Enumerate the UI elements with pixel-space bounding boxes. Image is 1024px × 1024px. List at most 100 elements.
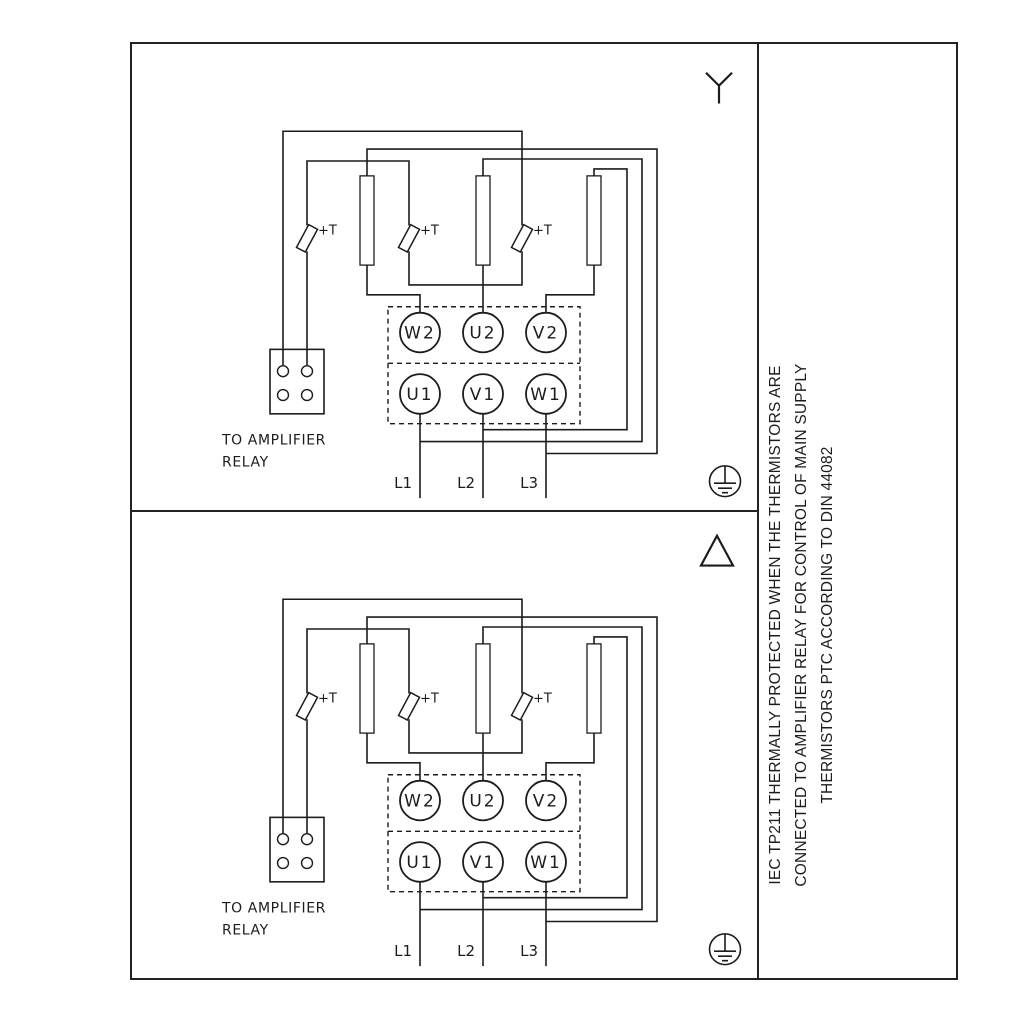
terminal-U1: U1 [399,841,441,883]
star-wiring-panel: +T +T +T W2 [132,44,757,512]
earth-ground-icon [708,933,742,966]
terminal-label: W1 [530,852,562,872]
relay-terminal [276,833,290,846]
thermistor-icon [397,223,421,254]
terminal-label: U2 [469,791,496,811]
wiring [282,598,658,967]
thermistor-2: +T [397,223,439,254]
relay-box [269,348,325,415]
winding-coil-2 [475,643,491,734]
wire-winding3-to-V1 [483,636,628,899]
terminal-label: U1 [406,384,433,404]
relay-box [269,816,325,883]
thermistor-1: +T [295,691,337,722]
terminal-V1: V1 [462,373,504,415]
note-line-3: THERMISTORS PTC ACCORDING TO DIN 44082 [819,446,836,804]
thermistor-icon [295,691,319,722]
relay-caption-line2: RELAY [222,454,269,470]
supply-label-L1: L1 [394,942,412,960]
terminal-label: V1 [470,384,496,404]
delta-wiring-panel: +T +T +T W2 [132,512,757,978]
terminal-U2: U2 [462,311,504,354]
thermistor-icon [510,691,534,722]
wire-winding3-to-V2 [545,265,595,313]
wire-thermistor2-to-thermistor3 [408,719,523,754]
motor-windings [359,175,602,266]
relay-terminal [276,388,290,402]
vertical-note: IEC TP211 THERMALLY PROTECTED WHEN THE T… [763,355,841,895]
thermistor-label: +T [318,691,337,706]
thermistor-label: +T [318,223,337,238]
relay-caption-line2: RELAY [222,922,269,938]
winding-coil-2 [475,175,491,266]
terminal-W2: W2 [399,311,441,354]
winding-coil-3 [586,643,602,734]
supply-label-L1: L1 [394,474,412,492]
thermistor-3: +T [510,223,552,254]
earth-ground-icon [708,465,742,498]
terminal-label: W2 [404,791,436,811]
amplifier-relay [269,816,325,883]
thermistor-label: +T [420,691,439,706]
relay-terminal [300,856,314,870]
thermistor-label: +T [533,691,552,706]
delta-connection-icon [699,533,735,567]
thermistor-label: +T [420,223,439,238]
thermistor-label: +T [533,223,552,238]
wire-relay-to-thermistor3 [282,130,523,366]
terminal-U1: U1 [399,373,441,415]
terminal-W1: W1 [525,373,567,415]
terminal-board-outline [387,774,581,893]
winding-coil-1 [359,175,375,266]
thermistor-1: +T [295,223,337,254]
thermistor-2: +T [397,691,439,722]
supply-label-L2: L2 [457,474,475,492]
diagram-frame: +T +T +T W2 [130,42,958,980]
terminal-board: W2 U2 V2 U1 [387,774,581,893]
note-line-1: IEC TP211 THERMALLY PROTECTED WHEN THE T… [767,365,784,885]
terminal-board: W2 U2 V2 U1 [387,306,581,425]
thermistor-icon [295,223,319,254]
wire-winding3-to-V1 [483,168,628,431]
note-line-2: CONNECTED TO AMPLIFIER RELAY FOR CONTROL… [793,363,810,887]
relay-caption-line1: TO AMPLIFIER [221,901,326,917]
wire-thermistor2-to-thermistor3 [408,251,523,286]
terminal-label: W2 [404,323,436,343]
thermistor-icon [397,691,421,722]
wire-winding1-to-W2 [366,265,421,313]
terminal-V1: V1 [462,841,504,883]
terminal-label: U2 [469,323,496,343]
terminal-V2: V2 [525,779,567,822]
star-connection-icon [705,71,733,104]
amplifier-relay [269,348,325,415]
thermistor-icon [510,223,534,254]
winding-coil-3 [586,175,602,266]
relay-terminal [300,365,314,378]
note-sidebar: IEC TP211 THERMALLY PROTECTED WHEN THE T… [759,44,956,978]
wire-winding1-to-W1 [366,148,658,455]
relay-terminal [276,856,290,870]
star-circuit-diagram: +T +T +T W2 [221,71,742,499]
terminal-label: V2 [533,323,559,343]
diagram-panels: +T +T +T W2 [132,44,759,978]
relay-terminal [300,833,314,846]
wire-winding2-to-U1 [420,158,643,443]
terminal-label: V2 [533,791,559,811]
terminal-W1: W1 [525,841,567,883]
terminal-W2: W2 [399,779,441,822]
thermistor-3: +T [510,691,552,722]
terminal-label: V1 [470,852,496,872]
wire-winding3-to-V2 [545,733,595,781]
wire-winding1-to-W2 [366,733,421,781]
motor-windings [359,643,602,734]
terminal-label: U1 [406,852,433,872]
supply-label-L3: L3 [520,474,538,492]
wire-relay-to-thermistor3 [282,598,523,834]
wire-thermistor1-to-thermistor2 [306,628,410,694]
terminal-board-outline [387,306,581,425]
delta-circuit-diagram: +T +T +T W2 [221,533,742,967]
terminal-V2: V2 [525,311,567,354]
wiring [282,130,658,499]
supply-label-L2: L2 [457,942,475,960]
relay-caption-line1: TO AMPLIFIER [221,433,326,449]
